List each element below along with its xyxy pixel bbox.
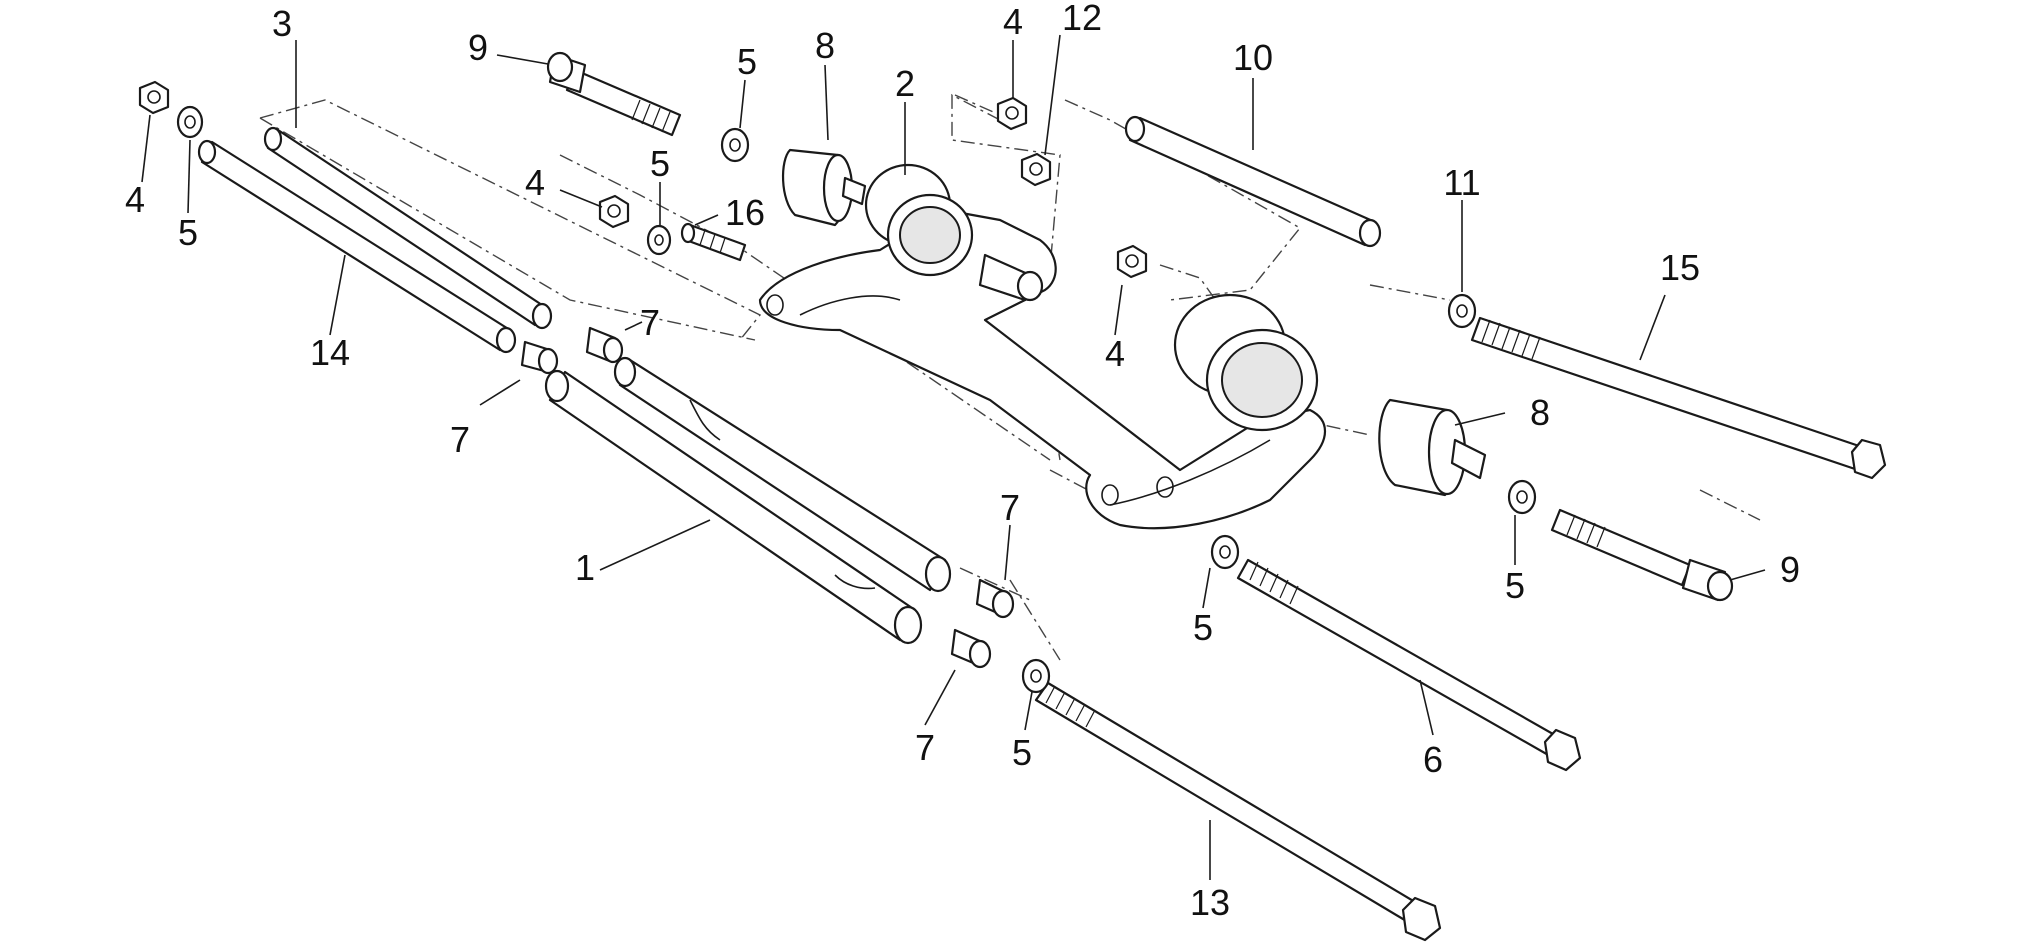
- leader-lines: [141, 34, 1766, 880]
- bushings-7: [520, 326, 1015, 669]
- callout-12: 12: [1062, 0, 1102, 38]
- callout-2: 2: [895, 63, 915, 104]
- bolt-15: [1470, 316, 1887, 480]
- callout-4: 4: [125, 179, 145, 220]
- callout-11: 11: [1443, 162, 1480, 203]
- callout-6: 6: [1423, 739, 1443, 780]
- callout-8: 8: [1530, 392, 1550, 433]
- callout-labels: 3 4 5 14 9 5 8 4 5 16 2 4 12 10 7 7 1 4 …: [125, 0, 1800, 923]
- callout-10: 10: [1233, 37, 1273, 78]
- grease-nipple-16: [680, 222, 747, 262]
- callout-5: 5: [1012, 732, 1032, 773]
- callout-9: 9: [1780, 549, 1800, 590]
- callout-7: 7: [640, 302, 660, 343]
- bolt-9-right: [1550, 508, 1734, 602]
- callout-16: 16: [725, 192, 765, 233]
- callout-4: 4: [1003, 1, 1023, 42]
- bolt-9-top: [546, 51, 682, 137]
- callout-5: 5: [178, 212, 198, 253]
- callout-5: 5: [1505, 565, 1525, 606]
- callout-4: 4: [1105, 333, 1125, 374]
- callout-4: 4: [525, 162, 545, 203]
- tube-3: [263, 126, 553, 330]
- callout-13: 13: [1190, 882, 1230, 923]
- callout-3: 3: [272, 3, 292, 44]
- swing-arm-body: [758, 163, 1326, 530]
- callout-9: 9: [468, 27, 488, 68]
- callout-5: 5: [737, 41, 757, 82]
- callout-14: 14: [310, 332, 350, 373]
- callout-7: 7: [1000, 487, 1020, 528]
- bolt-6: [1236, 558, 1582, 772]
- shaft-10: [1124, 115, 1382, 248]
- washers-5: [176, 105, 1537, 694]
- callout-7: 7: [915, 727, 935, 768]
- callout-8: 8: [815, 25, 835, 66]
- bolt-13: [1034, 681, 1442, 942]
- callout-7: 7: [450, 419, 470, 460]
- callout-5: 5: [1193, 607, 1213, 648]
- callout-5: 5: [650, 143, 670, 184]
- mounts-8: [781, 148, 1487, 497]
- callout-1: 1: [575, 547, 595, 588]
- tube-1: [544, 356, 952, 645]
- callout-15: 15: [1660, 247, 1700, 288]
- nuts-4: [138, 80, 1148, 279]
- tube-14: [197, 139, 517, 354]
